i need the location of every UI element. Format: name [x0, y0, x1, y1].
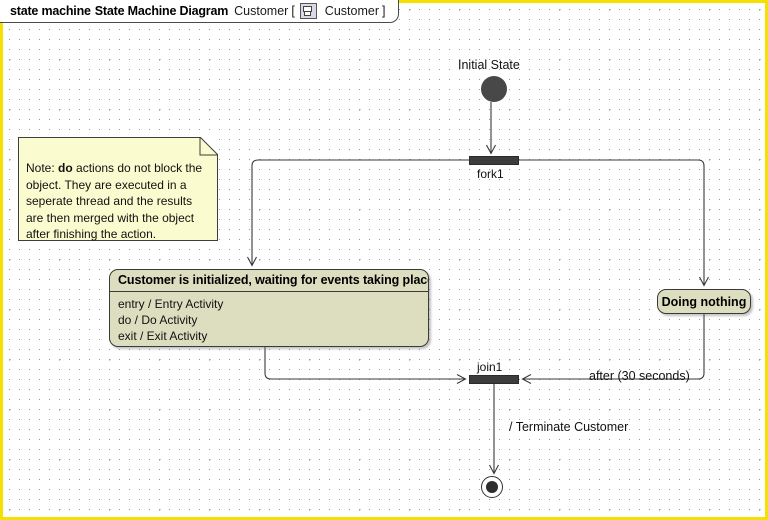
note-emphasis: do [58, 161, 73, 175]
join-label: join1 [477, 360, 503, 374]
note-body: actions do not block the object. They ar… [26, 161, 203, 241]
state-activity-do: do / Do Activity [118, 313, 198, 327]
connector-layer [247, 102, 709, 475]
initial-state-node[interactable] [481, 76, 507, 102]
join-bar-node[interactable] [469, 375, 519, 384]
fork-label: fork1 [477, 167, 504, 181]
final-state-node[interactable] [481, 476, 503, 498]
note-comment[interactable]: Note: do actions do not block the object… [18, 137, 218, 241]
state-customer-initialized[interactable]: Customer is initialized, waiting for eve… [109, 269, 429, 347]
state-activity-entry: entry / Entry Activity [118, 297, 224, 311]
diagram-title-tab[interactable]: state machine State Machine Diagram Cust… [0, 0, 400, 23]
state-doing-nothing[interactable]: Doing nothing [657, 289, 751, 314]
frame-border-right [765, 0, 768, 520]
state-machine-icon [299, 3, 317, 19]
note-fold-line [199, 137, 218, 156]
diagram-context-element: Customer [324, 4, 379, 18]
diagram-type-label: State Machine Diagram [94, 4, 229, 18]
diagram-canvas[interactable]: Note: do actions do not block the object… [3, 3, 765, 517]
state-title: Customer is initialized, waiting for eve… [110, 270, 428, 292]
diagram-keyword: state machine [10, 4, 91, 18]
note-text: Note: do actions do not block the object… [26, 160, 211, 243]
diagram-context-name: Customer [234, 4, 289, 18]
fork-bar-node[interactable] [469, 156, 519, 165]
note-prefix: Note: [26, 161, 59, 175]
state-activity-exit: exit / Exit Activity [118, 329, 208, 343]
initial-state-label: Initial State [458, 58, 520, 72]
edge-label-terminate-customer: / Terminate Customer [509, 420, 629, 434]
state-activity-list: entry / Entry Activity do / Do Activity … [110, 292, 428, 344]
frame-border-bottom [0, 517, 768, 520]
frame-border-left [0, 0, 3, 520]
bracket-open: [ [291, 4, 295, 18]
edge-label-after-30-seconds: after (30 seconds) [589, 369, 690, 383]
state-doing-nothing-label: Doing nothing [661, 294, 747, 309]
bracket-close: ] [381, 4, 386, 18]
final-state-inner-dot [485, 480, 498, 493]
